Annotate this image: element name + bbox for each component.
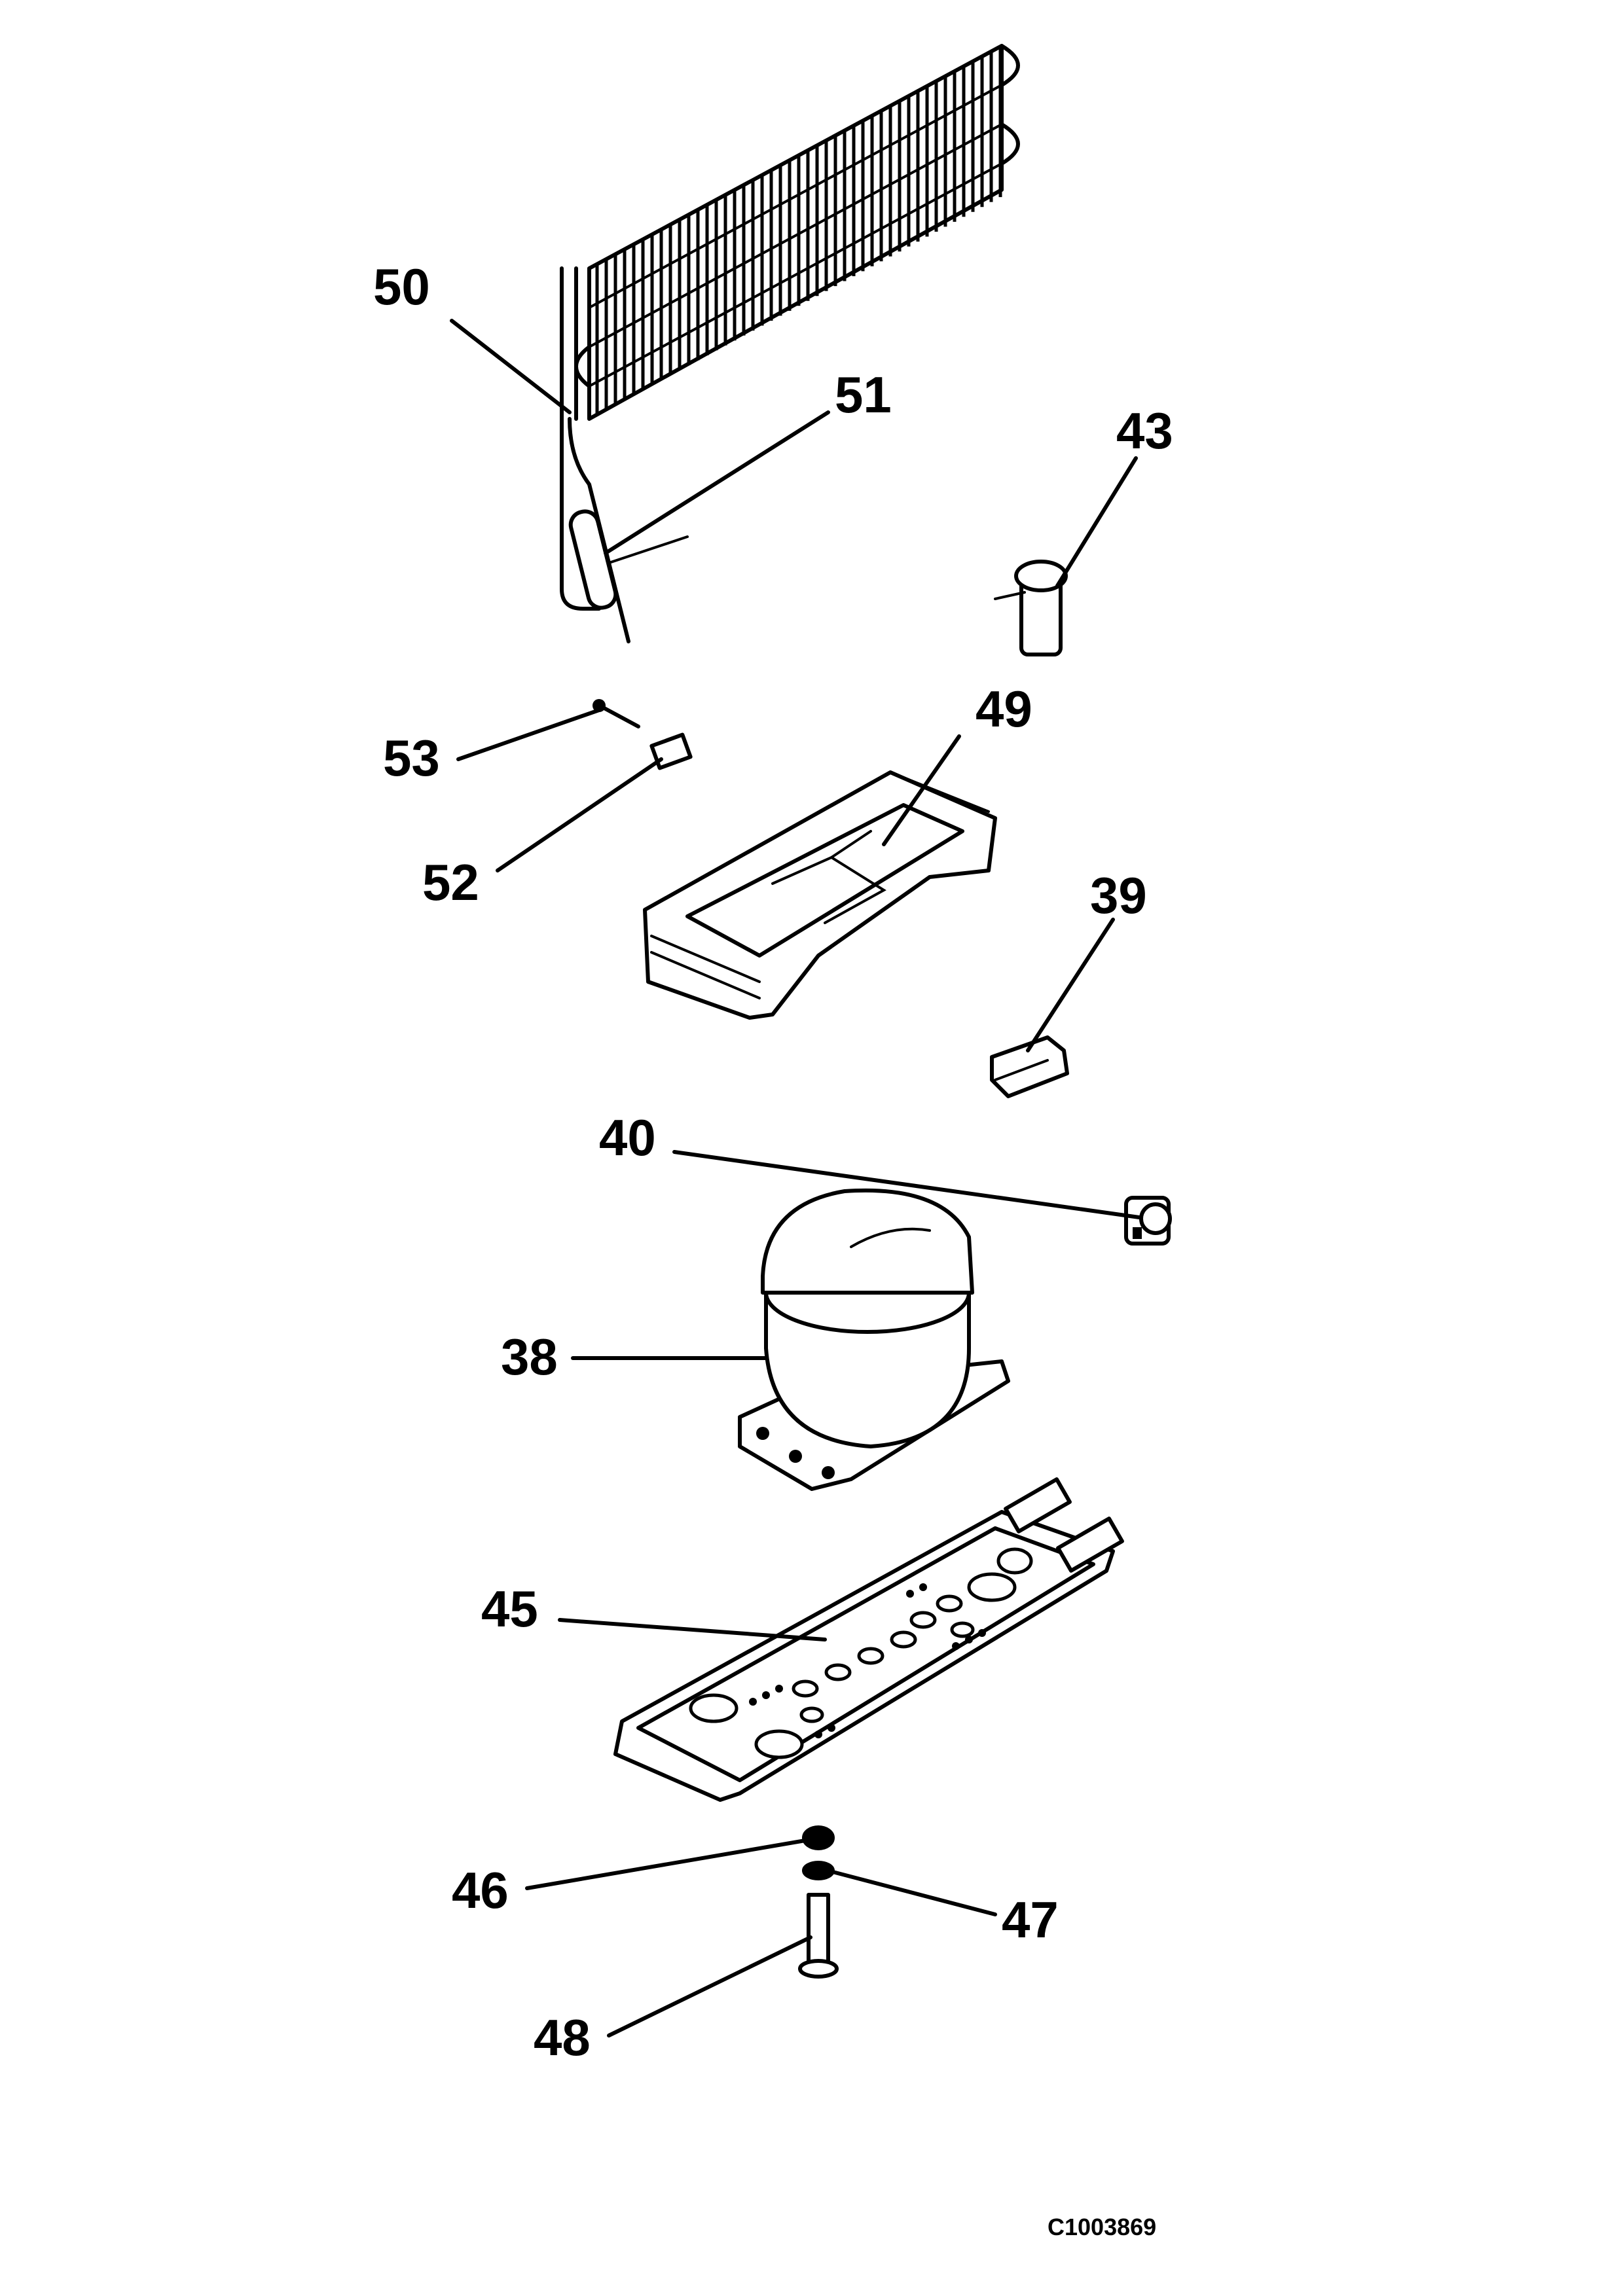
callout-49: 49	[976, 680, 1032, 738]
plate-dot-9	[814, 1731, 822, 1738]
plate-dot-3	[775, 1685, 783, 1693]
part-47-washer	[802, 1861, 835, 1880]
tray-front-edge-1	[650, 935, 761, 983]
callout-labels: 50 51 43 53 49 52 39 40 38 45 46 47 48	[373, 258, 1173, 2066]
filter-drier-body	[568, 509, 618, 610]
condenser-bend-2	[1000, 122, 1020, 166]
condenser-tube-2	[588, 123, 1003, 348]
filter-drier-capillary	[608, 535, 689, 564]
leader-45	[558, 1618, 827, 1641]
plate-dot-6	[978, 1629, 986, 1637]
part-49-drip-tray	[643, 770, 997, 1020]
grommet-46	[802, 1825, 835, 1850]
compressor-body	[764, 1291, 971, 1448]
base-bolt-1	[756, 1427, 769, 1440]
leader-49	[882, 734, 961, 846]
condenser-pipe	[560, 266, 601, 611]
callout-48: 48	[534, 2009, 591, 2066]
plate-dot-5	[965, 1636, 973, 1643]
plate-tab-2	[1056, 1516, 1124, 1573]
leader-53	[456, 708, 601, 761]
compressor-highlight	[850, 1227, 931, 1248]
leader-50	[450, 319, 572, 414]
plate-hole-5	[792, 1679, 819, 1698]
plate-dot-1	[749, 1698, 757, 1706]
tray-back-edge	[889, 771, 990, 813]
part-48-bolt	[798, 1893, 839, 1979]
part-43-component	[994, 560, 1068, 656]
plate-tab-1	[1004, 1477, 1072, 1534]
part-43-cap	[1014, 560, 1068, 592]
plate-hole-7	[857, 1647, 884, 1665]
leader-43	[1055, 456, 1138, 588]
plate-dot-8	[919, 1583, 927, 1591]
plate-hole-11	[799, 1706, 824, 1723]
condenser-tube-3	[588, 162, 1003, 387]
part-46-grommet	[802, 1825, 835, 1850]
callout-53: 53	[383, 729, 440, 787]
plate-hole-1	[689, 1693, 739, 1723]
base-bolt-2	[789, 1450, 802, 1463]
condenser-outlet-pipe	[568, 417, 630, 643]
washer-47	[802, 1861, 835, 1880]
drawing-code: C1003869	[1048, 2214, 1156, 2240]
callout-47: 47	[1002, 1891, 1059, 1948]
relay-40-terminal	[1133, 1227, 1142, 1239]
compressor-dome	[761, 1188, 974, 1295]
bolt-48-shank	[807, 1893, 830, 1969]
part-45-mounting-plate	[613, 1477, 1124, 1802]
callout-39: 39	[1090, 867, 1147, 924]
plate-dot-4	[952, 1642, 960, 1650]
leader-39	[1026, 918, 1115, 1052]
callout-38: 38	[501, 1328, 558, 1386]
screw-53-head	[593, 699, 606, 712]
part-39-protector	[990, 1035, 1069, 1098]
protector-39-edge	[994, 1059, 1049, 1081]
plate-hole-3	[967, 1572, 1017, 1602]
callout-40: 40	[599, 1109, 656, 1166]
base-bolt-3	[822, 1466, 835, 1479]
leader-40	[672, 1150, 1141, 1219]
part-53-screw	[593, 699, 640, 728]
plate-hole-10	[936, 1594, 963, 1613]
part-38-compressor	[738, 1188, 1010, 1491]
part-51-filter-drier	[568, 509, 689, 610]
tray-rib-2	[830, 830, 872, 859]
part-50-condenser	[560, 44, 1020, 643]
condenser-tube-1	[588, 84, 1003, 309]
leader-48	[607, 1935, 812, 2037]
plate-hole-12	[950, 1621, 975, 1638]
leader-46	[525, 1839, 807, 1890]
callout-43: 43	[1116, 402, 1173, 459]
callout-51: 51	[835, 366, 892, 423]
part-40-relay	[1124, 1196, 1172, 1246]
plate-hole-6	[824, 1663, 852, 1681]
part-43-wire	[994, 591, 1026, 600]
plate-hole-8	[890, 1630, 917, 1649]
plate-dot-10	[828, 1724, 835, 1732]
plate-dot-2	[762, 1691, 770, 1699]
bolt-48-head	[798, 1959, 839, 1979]
callout-50: 50	[373, 258, 430, 315]
tray-rib-1	[771, 855, 886, 924]
condenser-bend-1	[1000, 44, 1020, 87]
leader-51	[604, 410, 830, 555]
relay-40-dial	[1139, 1202, 1172, 1235]
leader-lines	[450, 319, 1141, 2037]
callout-52: 52	[422, 853, 479, 911]
leader-52	[496, 757, 663, 872]
callout-46: 46	[452, 1861, 509, 1919]
callout-45: 45	[481, 1580, 538, 1638]
tray-inner	[685, 803, 964, 958]
plate-dot-7	[906, 1590, 914, 1598]
leader-47	[831, 1870, 997, 1916]
tray-front-edge-2	[650, 951, 761, 999]
condenser-fins	[595, 46, 1002, 415]
plate-hole-9	[909, 1611, 937, 1629]
plate-hole-2	[754, 1729, 804, 1759]
plate-hole-4	[996, 1547, 1033, 1575]
